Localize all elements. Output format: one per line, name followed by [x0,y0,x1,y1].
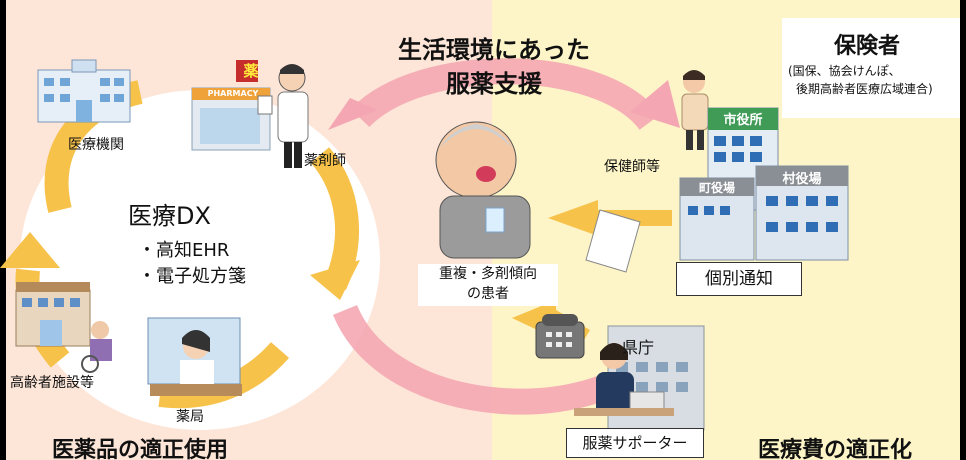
patient-label-line2: の患者 [467,286,509,302]
storefront-sign: PHARMACY [207,89,259,98]
notice-letter-illustration [585,209,641,273]
pharmacist-label: 薬剤師 [304,153,346,169]
insurer-note-line1: (国保、協会けんぽ、 [788,64,901,78]
yellow-arrow-heads [0,232,360,300]
insurer-note-line2: 後期高齢者医療広域連合) [796,82,933,96]
patient-label-box: 重複・多剤傾向 の患者 [418,264,558,306]
center-item-ehr: ・高知EHR [138,240,230,261]
pharmacy-sign-glyph: 薬 [243,62,259,80]
municipal-buildings-illustration [679,107,849,261]
hospital-label: 医療機関 [68,137,124,153]
center-item-eprescription: ・電子処方箋 [138,266,246,287]
arc-title-line2: 服薬支援 [446,70,542,98]
center-title: 医療DX [128,202,211,230]
insurer-box [782,18,960,118]
support-staff-figure [574,343,674,416]
support-label-box: 服薬サポーター [566,428,704,458]
right-footer-title: 医療費の適正化 [758,438,913,460]
individual-notice-box: 個別通知 [676,262,802,296]
patient-illustration [435,121,531,259]
pharmacy-label: 薬局 [176,409,204,425]
arc-title-line1: 生活環境にあった [398,36,590,64]
insurer-title: 保険者 [834,34,901,59]
left-footer-title: 医薬品の適正使用 [52,438,229,460]
village-hall-sign: 村役場 [782,172,822,187]
pharmacy-building-illustration [191,60,271,151]
telephone-illustration [535,314,585,359]
prefecture-label: 県庁 [622,338,655,357]
city-hall-sign: 市役所 [723,113,763,128]
patient-label-line1: 重複・多剤傾向 [439,266,537,282]
hospital-illustration [37,59,131,123]
pharmacist-figure [257,64,309,168]
health-nurse-label: 保健師等 [604,159,660,175]
pharmacy-counter-illustration [147,317,242,396]
health-nurse-figure [681,70,709,150]
elderly-facility-illustration [15,282,112,373]
town-hall-sign: 町役場 [698,181,735,195]
pink-arrow-heads [328,80,680,130]
elderly-facility-label: 高齢者施設等 [10,375,94,391]
